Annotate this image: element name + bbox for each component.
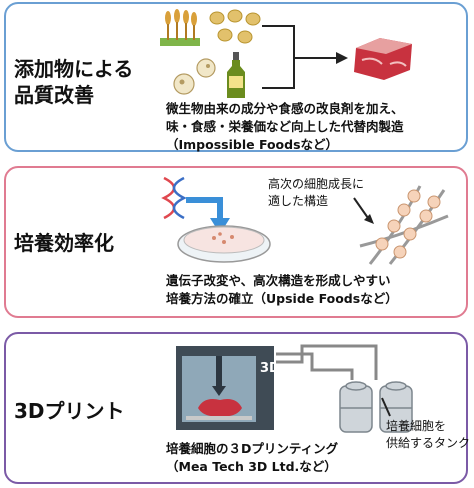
microbe-icon (173, 58, 216, 95)
wheat-icon (160, 9, 200, 46)
panel-title-culture: 培養効率化 (14, 231, 114, 255)
panel-title-additives-line1: 添加物による (14, 57, 134, 81)
tank-note-pointer (381, 397, 391, 417)
supply-tubes (276, 344, 378, 380)
oil-bottle-icon (227, 52, 245, 98)
caption-culture-line2: 培養方法の確立（Upside Foodsなど） (166, 291, 398, 306)
note-tank-line1: 培養細胞を (386, 419, 447, 433)
note-structure-line2: 適した構造 (268, 194, 329, 208)
panel-title-3d-print: 3Dプリント (14, 399, 125, 423)
dna-icon (161, 176, 187, 220)
scaffold-cells-icon (353, 185, 449, 265)
panel-title-additives-line2: 品質改善 (14, 83, 94, 107)
petri-dish-icon (177, 225, 271, 263)
caption-additives-line1: 微生物由来の成分や食感の改良剤を加え、 (166, 101, 404, 116)
printer-label: 3D (260, 361, 280, 376)
caption-3d-line2: （Mea Tech 3D Ltd.など） (166, 459, 337, 474)
3d-printer-icon: 3D (176, 346, 280, 430)
caption-culture-line1: 遺伝子改変や、高次構造を形成しやすい (166, 273, 391, 288)
flow-arrow (262, 25, 348, 89)
caption-additives-line3: （Impossible Foodsなど） (166, 137, 339, 152)
note-structure-line1: 高次の細胞成長に (268, 177, 365, 191)
soybeans-icon (209, 9, 261, 44)
tank-icon (339, 381, 413, 433)
caption-3d-line1: 培養細胞の３Dプリンティング (166, 441, 339, 456)
note-tank-line2: 供給するタンク (386, 436, 471, 450)
meat-icon (354, 38, 412, 80)
caption-additives-line2: 味・食感・栄養価など向上した代替肉製造 (166, 119, 404, 134)
